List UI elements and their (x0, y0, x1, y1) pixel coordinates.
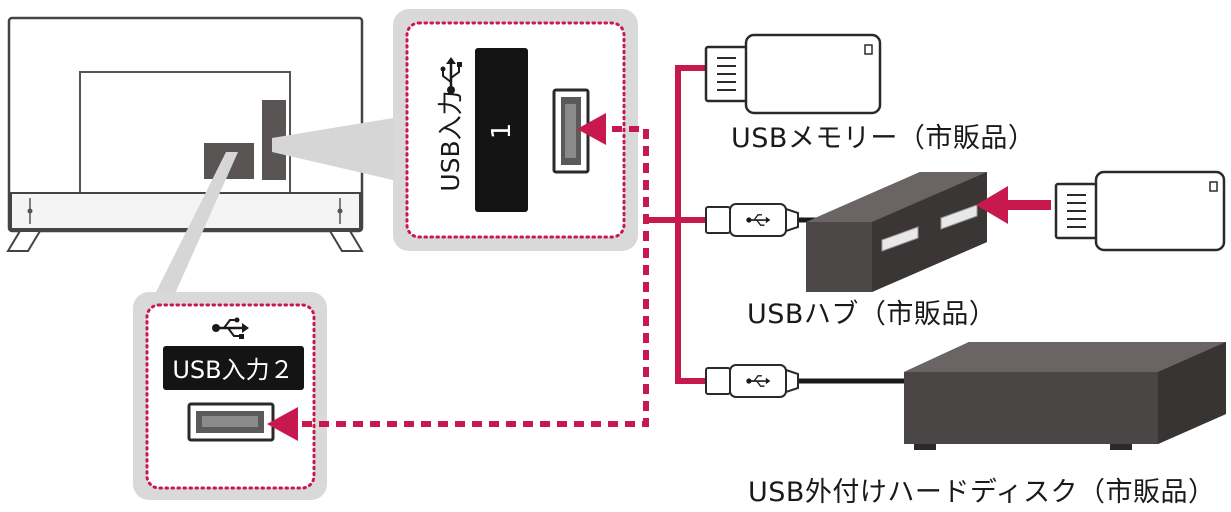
usb-hub-label: USBハブ（市販品） (747, 299, 997, 330)
usb-symbol-icon (212, 317, 249, 339)
usb-plug-hdd (705, 364, 904, 398)
hub-insert-arrow (976, 186, 1051, 224)
external-hdd (904, 342, 1226, 450)
usb-hdd-label: USB外付けハードディスク（市販品） (748, 477, 1216, 508)
port1-label: USB入力 (436, 90, 465, 191)
zoom-beam-port2 (154, 152, 238, 296)
usb-symbol-icon (746, 214, 771, 226)
port2-label-box (163, 346, 304, 390)
arrow-icon (976, 186, 1008, 224)
port1-number-tab (475, 48, 528, 212)
arrow-icon (267, 407, 298, 441)
port2-zoom-panel: USB入力２ (133, 292, 327, 500)
dashed-connector (296, 126, 649, 427)
usb-plug-hub (705, 203, 799, 237)
usb-memory-stick-right (1054, 170, 1226, 252)
usb-memory-stick (704, 33, 882, 115)
solid-connector (646, 65, 706, 384)
port1-number: 1 (487, 123, 517, 140)
port1-zoom-panel: 1 USB入力 (393, 9, 638, 251)
usb-symbol-icon (746, 375, 771, 387)
port2-label: USB入力２ (172, 356, 293, 384)
arrow-icon (577, 113, 606, 145)
zoom-beam-port1 (272, 118, 393, 180)
tv-back (6, 16, 364, 252)
usb-hub (796, 172, 987, 292)
usb-memory-label: USBメモリー（市販品） (731, 123, 1036, 154)
usb-symbol-icon (440, 57, 462, 94)
